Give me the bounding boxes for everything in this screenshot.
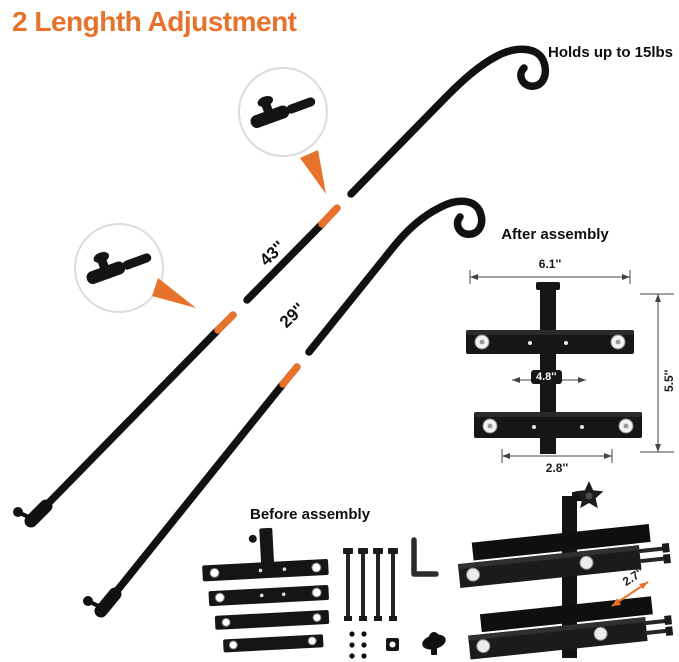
dimension-top-width: 6.1'' [538,257,562,271]
mount-plate-1 [202,559,329,582]
pole-43-base-knob [13,507,23,517]
depth-dimension-arrow [611,581,649,607]
pole-29-base-knob-stem [90,601,105,610]
pole-29-connector-tip [279,363,301,388]
capacity-note: Holds up to 15lbs [548,44,674,61]
pole-43 [13,45,550,528]
pole-43-mid-segment [243,220,326,304]
mount-plate-3 [214,610,330,630]
carriage-bolt [343,548,353,621]
page-title: 2 Lenghth Adjustment [12,6,297,37]
pole-43-connector-tip-1 [214,311,237,334]
before-assembly-parts [202,527,446,659]
pole-43-connector-tip-2 [318,204,341,228]
allen-wrench [411,537,439,577]
pole-43-upper-segment-hook [347,45,550,198]
bolt-head [579,555,594,570]
after-bottom-plate [474,412,642,438]
bolt-head [466,567,481,582]
mount-plate-4 [223,634,324,653]
pole-29-upper-segment-hook [305,197,486,356]
pole-43-lower-segment [26,326,222,526]
pole-29 [83,197,486,618]
before-assembly-heading: Before assembly [250,506,371,523]
lower-clamp [468,596,674,660]
upper-clamp [457,524,671,589]
pole-29-base-knob [83,596,93,606]
stub-wing-screw [248,534,257,543]
clamp-bolt [639,546,666,554]
after-top-plate [466,330,634,354]
square-nut [386,638,399,651]
assembled-3d-view [457,481,674,660]
dimension-line-height [640,293,674,453]
bolt-head [476,639,491,654]
clamp-bolt [644,628,669,636]
carriage-bolts [343,548,398,621]
pointer-arrow-lower-icon [152,278,196,308]
pole-connector-detail-lower [86,251,152,285]
pole-connector-detail-upper [250,95,316,129]
clamp-bolt [640,556,667,564]
mount-plate-2 [208,585,329,607]
dimension-height: 5.5'' [662,369,676,392]
small-screws [349,631,367,659]
wing-knob [422,632,446,655]
star-knob [574,481,604,509]
carriage-bolt [388,548,398,621]
dimension-bottom-width: 2.8'' [545,461,569,475]
carriage-bolt [358,548,368,621]
pole-29-lower-segment [96,380,287,616]
dimension-line-top-width [469,270,631,284]
pointer-arrow-upper-icon [300,150,326,194]
dimension-line-bottom-width [501,449,613,463]
detail-circle-upper [238,67,328,194]
dimension-inner-width: 4.8'' [531,370,562,384]
detail-circle-lower [74,223,196,313]
pole-43-base-knob-stem [20,512,35,521]
carriage-bolt [373,548,383,621]
after-assembly-heading: After assembly [501,226,609,243]
clamp-bolt [643,618,668,626]
mount-post-stub [259,527,275,565]
after-assembly-diagram [466,270,674,463]
bolt-head [593,626,608,641]
